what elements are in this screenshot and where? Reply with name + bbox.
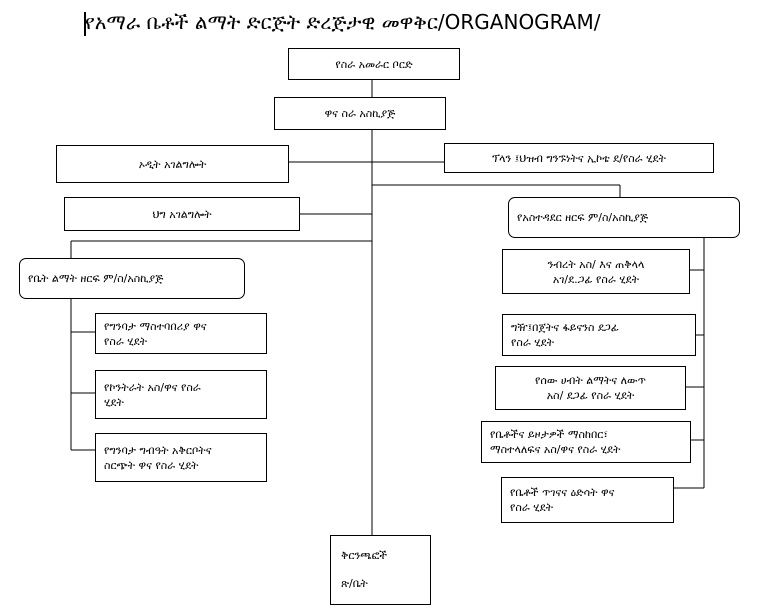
human-resource-box: የሰው ሀብት ልማትና ለውጥ አስ/ ደጋፊ የስራ ሂደት — [495, 366, 686, 410]
property-admin-line2: አገ/ደ.ጋፊ የስራ ሂደት — [552, 272, 640, 286]
procurement-finance-line1: ግዥ፤በጀትና ፋይናንስ ደጋፊ — [511, 321, 619, 334]
construction-coordination-line1: የግንባታ ማስተባበሪያ ዋና — [104, 319, 207, 333]
general-manager-box: ዋና ስራ አስኪያጅ — [274, 97, 446, 130]
branch-offices-line1: ቅርንጫፎች — [341, 549, 388, 562]
board-box: የስራ አመራር ቦርድ — [288, 48, 460, 80]
legal-service-box: ህግ አገልግሎት — [64, 197, 300, 231]
plan-pr-ict-box: ፕላን ፤ህዝብ ግንኙነትና ኢኮቴ ደ/የስራ ሂደት — [444, 143, 714, 173]
housing-deputy-manager-label: የቤት ልማት ዘርፍ ም/ስ/አስኪያጅ — [28, 272, 164, 285]
procurement-finance-box: ግዥ፤በጀትና ፋይናንስ ደጋፊ የስራ ሂደት — [502, 314, 696, 356]
procurement-finance-line2: የስራ ሂደት — [511, 336, 555, 349]
construction-input-supply-line2: ስርጭት ዋና የስራ ሂደት — [104, 458, 199, 472]
audit-service-label: ኦዲት አገልግሎት — [138, 157, 207, 171]
property-admin-box: ንብረት አስ/ እና ጠቅላላ አገ/ደ.ጋፊ የስራ ሂደት — [502, 249, 690, 294]
human-resource-line2: አስ/ ደጋፊ የስራ ሂደት — [546, 389, 635, 402]
contract-administration-line2: ሂደት — [104, 395, 124, 409]
housing-transfer-line1: የቤቶችና ይዞታዎች ማስከበር፣ — [490, 428, 608, 441]
text-cursor — [84, 12, 86, 36]
housing-deputy-manager-box: የቤት ልማት ዘርፍ ም/ስ/አስኪያጅ — [19, 258, 245, 299]
admin-deputy-manager-box: የአስተዳደር ዘርፍ ም/ስ/አስኪያጅ — [508, 197, 740, 238]
housing-maintenance-box: የቤቶች ጥገናና ዕድሳት ዋና የስራ ሂደት — [501, 477, 674, 523]
housing-transfer-line2: ማስተላለፍና አስ/ዋና የስራ ሂደት — [490, 443, 621, 456]
admin-deputy-manager-label: የአስተዳደር ዘርፍ ም/ስ/አስኪያጅ — [517, 211, 649, 224]
contract-administration-line1: የኮንትራት አስ/ዋና የስራ — [104, 380, 201, 394]
plan-pr-ict-label: ፕላን ፤ህዝብ ግንኙነትና ኢኮቴ ደ/የስራ ሂደት — [492, 151, 666, 165]
general-manager-label: ዋና ስራ አስኪያጅ — [324, 107, 396, 120]
construction-coordination-box: የግንባታ ማስተባበሪያ ዋና የስራ ሂደት — [95, 313, 267, 354]
branch-offices-box: ቅርንጫፎች ጽ/ቤት — [330, 535, 431, 605]
contract-administration-box: የኮንትራት አስ/ዋና የስራ ሂደት — [95, 370, 267, 419]
legal-service-label: ህግ አገልግሎት — [152, 207, 212, 221]
housing-maintenance-line2: የስራ ሂደት — [510, 501, 554, 514]
construction-input-supply-line1: የግንባታ ግብዓት አቅርቦትና — [104, 443, 212, 457]
branch-offices-line2: ጽ/ቤት — [341, 577, 368, 590]
property-admin-line1: ንብረት አስ/ እና ጠቅላላ — [547, 257, 645, 271]
housing-maintenance-line1: የቤቶች ጥገናና ዕድሳት ዋና — [510, 486, 615, 499]
housing-transfer-box: የቤቶችና ይዞታዎች ማስከበር፣ ማስተላለፍና አስ/ዋና የስራ ሂደት — [481, 421, 691, 463]
construction-input-supply-box: የግንባታ ግብዓት አቅርቦትና ስርጭት ዋና የስራ ሂደት — [95, 433, 267, 482]
audit-service-box: ኦዲት አገልግሎት — [56, 145, 289, 183]
human-resource-line1: የሰው ሀብት ልማትና ለውጥ — [535, 374, 646, 387]
page-title: የአማራ ቤቶች ልማት ድርጅት ድረጅታዊ መዋቅር/ORGANOGRAM/ — [85, 10, 601, 34]
board-label: የስራ አመራር ቦርድ — [335, 57, 413, 71]
construction-coordination-line2: የስራ ሂደት — [104, 334, 148, 348]
